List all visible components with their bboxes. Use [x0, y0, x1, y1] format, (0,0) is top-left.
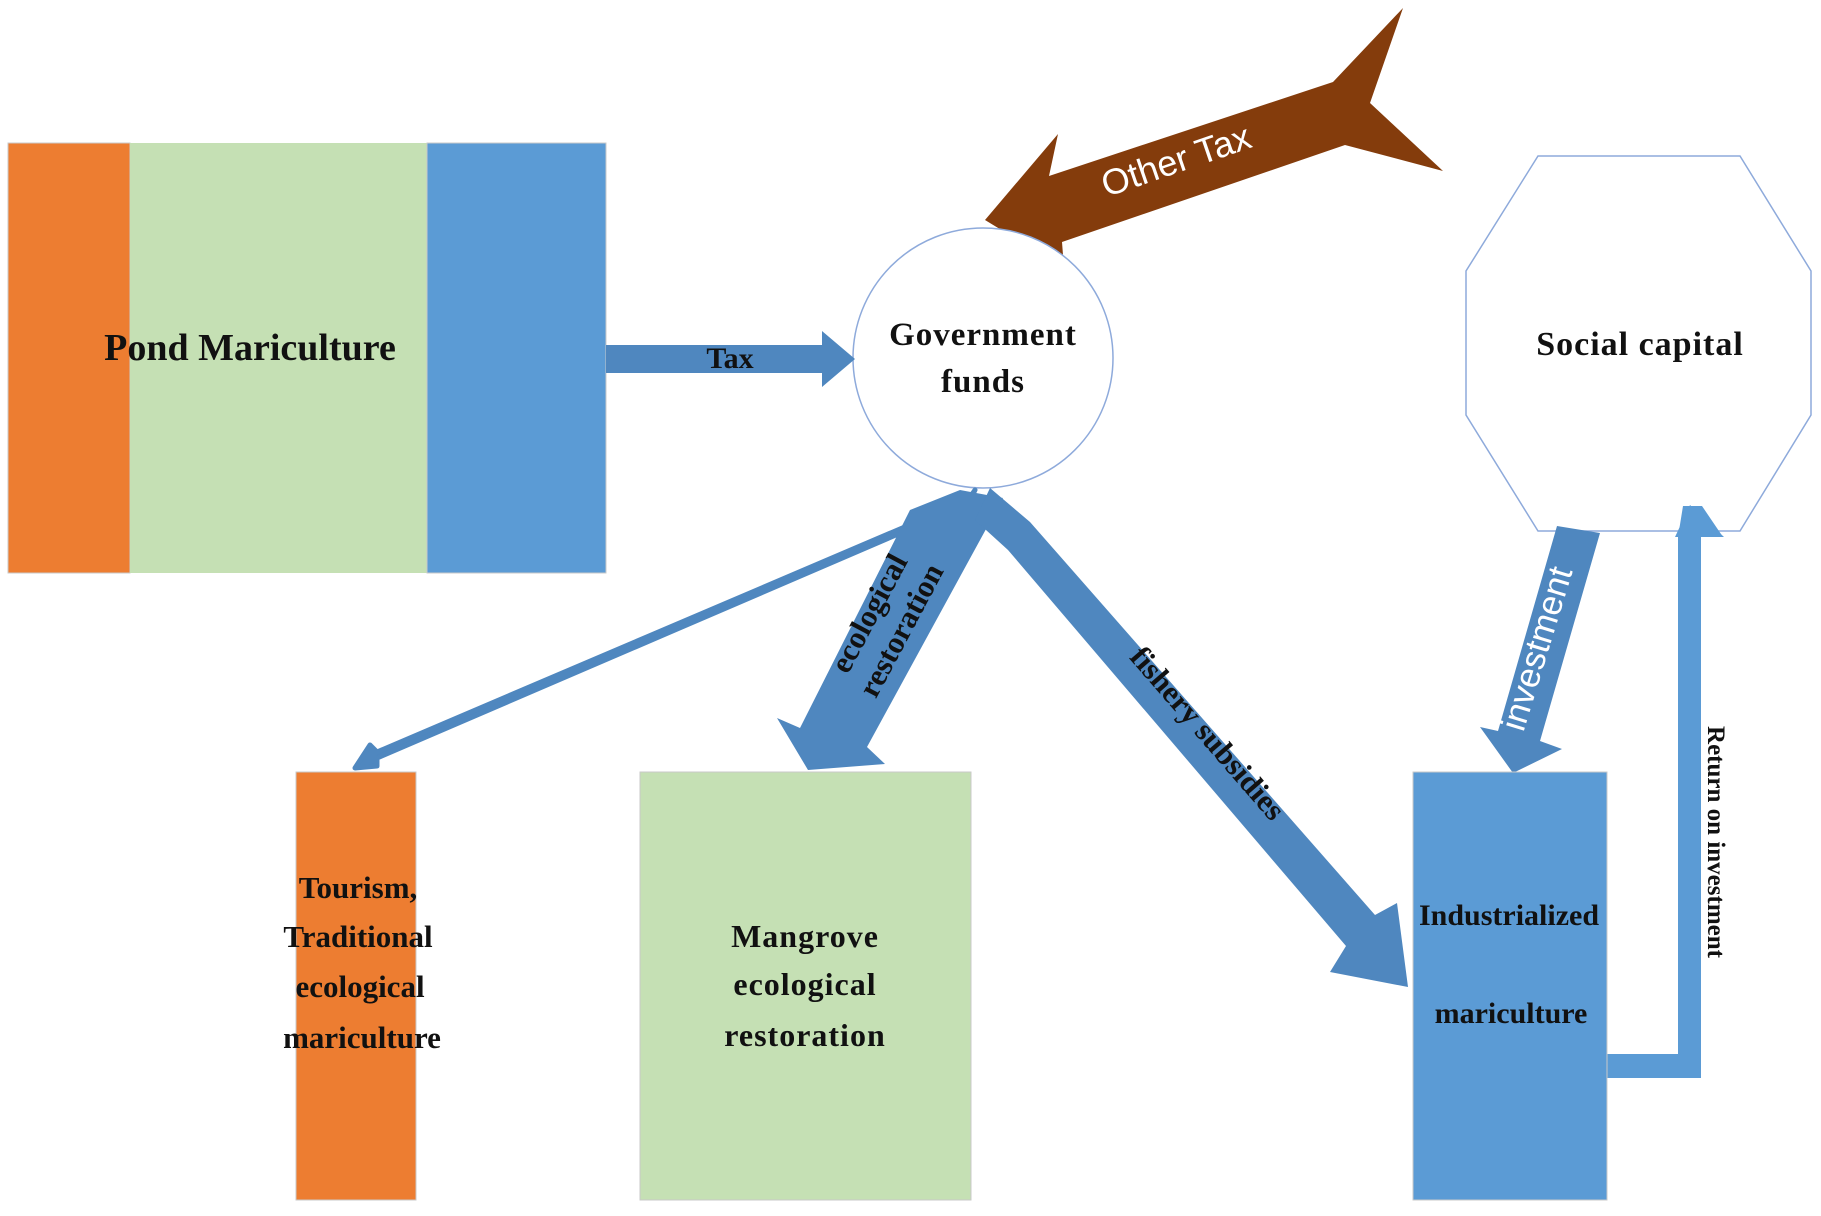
tourism-line-3: ecological	[295, 969, 425, 1004]
social-capital-label: Social capital	[1536, 326, 1744, 363]
mangrove-node: Mangrove ecological restoration	[639, 771, 972, 1201]
tax-arrow-shape	[606, 331, 855, 387]
tourism-arrow-shape	[352, 487, 978, 771]
social-capital-decagon	[1465, 155, 1812, 532]
industrialized-line-2: mariculture	[1435, 997, 1588, 1030]
return-on-investment-arrow-head	[1675, 505, 1724, 537]
other-tax-arrow: Other Tax	[985, 8, 1443, 268]
return-on-investment-label: Return on investment	[1702, 726, 1729, 959]
government-funds-node: Government funds	[852, 227, 1114, 489]
industrialized-line-1: Industrialized	[1419, 899, 1599, 932]
tourism-line-2: Traditional	[283, 919, 433, 954]
investment-label: investment	[1494, 562, 1581, 736]
pond-mariculture-block: Pond Mariculture	[7, 142, 607, 574]
fishery-subsidies-arrow: fishery subsidies	[975, 488, 1408, 987]
industrialized-box	[1412, 771, 1608, 1201]
ecological-restoration-arrow-shape	[777, 490, 1003, 770]
investment-arrow: investment	[1480, 526, 1600, 773]
tourism-node: Tourism, Traditional ecological maricult…	[283, 771, 441, 1201]
government-funds-line-1: Government	[889, 317, 1077, 353]
pond-mariculture-label: Pond Mariculture	[104, 327, 396, 369]
industrialized-node: Industrialized mariculture	[1412, 771, 1608, 1201]
tourism-line-1: Tourism,	[299, 870, 418, 905]
government-funds-circle	[852, 227, 1114, 489]
government-funds-line-2: funds	[941, 364, 1025, 400]
pond-blue-stripe	[426, 142, 607, 574]
fishery-subsidies-label: fishery subsidies	[1123, 639, 1292, 826]
return-on-investment-arrow-shape	[1607, 506, 1723, 1078]
tourism-arrow	[352, 487, 978, 771]
fishery-subsidies-arrow-shape	[975, 488, 1408, 987]
mangrove-line-2: ecological	[733, 966, 876, 1002]
pond-orange-stripe	[7, 142, 131, 574]
other-tax-arrow-shape	[985, 8, 1443, 268]
tourism-line-4: mariculture	[283, 1020, 441, 1055]
mangrove-line-1: Mangrove	[731, 918, 879, 954]
pond-green-stripe	[130, 143, 427, 573]
social-capital-node: Social capital	[1465, 155, 1812, 532]
mangrove-line-3: restoration	[724, 1017, 885, 1053]
tourism-box	[295, 771, 417, 1201]
tax-label: Tax	[706, 342, 753, 375]
return-on-investment-arrow: Return on investment	[1607, 505, 1729, 1078]
mangrove-box	[639, 771, 972, 1201]
investment-arrow-shape	[1480, 526, 1600, 773]
tax-arrow: Tax	[606, 331, 855, 387]
